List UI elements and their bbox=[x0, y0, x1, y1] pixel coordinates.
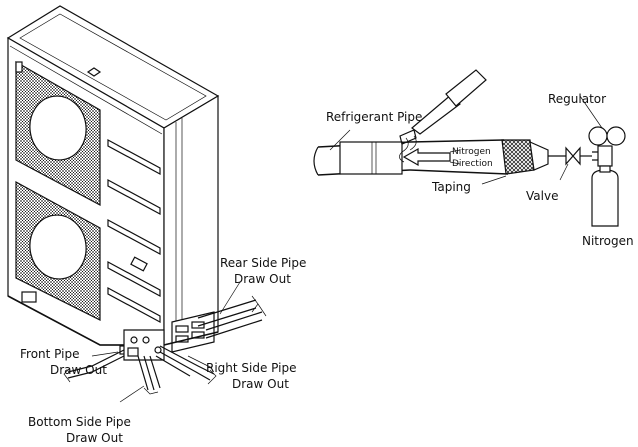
unit-side-face bbox=[163, 94, 219, 346]
pipe-sleeve bbox=[339, 141, 403, 175]
front-pipe-box bbox=[123, 329, 165, 361]
regulator-label: Regulator bbox=[548, 92, 606, 106]
right-side-pipe-label-line2: Draw Out bbox=[232, 377, 289, 391]
regulator-gauge-left bbox=[588, 126, 608, 146]
side-louvers bbox=[107, 138, 161, 324]
front-pipe-label-line1: Front Pipe bbox=[20, 347, 79, 361]
nitrogen-cylinder bbox=[591, 169, 619, 227]
front-pipe-label-line2: Draw Out bbox=[50, 363, 107, 377]
rear-side-pipe-label-line1: Rear Side Pipe bbox=[220, 256, 306, 270]
hose-nozzle bbox=[529, 141, 549, 171]
right-side-pipe-label-line1: Right Side Pipe bbox=[206, 361, 297, 375]
rear-pipe-ports bbox=[171, 311, 215, 353]
leaders-outdoor bbox=[91, 281, 241, 403]
fan-lower bbox=[29, 214, 87, 280]
brazing-torch bbox=[399, 69, 487, 163]
valve bbox=[565, 146, 581, 166]
nitrogen-direction-label-line2: Direction bbox=[452, 159, 493, 169]
regulator-body bbox=[597, 145, 613, 167]
taping-label: Taping bbox=[431, 180, 471, 194]
fan-upper bbox=[29, 95, 87, 161]
service-label bbox=[130, 256, 148, 272]
bottom-side-pipe-label-line2: Draw Out bbox=[66, 431, 123, 445]
nitrogen-label: Nitrogen bbox=[582, 234, 634, 248]
unit-foot-left bbox=[21, 291, 37, 303]
valve-label: Valve bbox=[526, 189, 558, 203]
unit-top-logo bbox=[86, 67, 102, 77]
nitrogen-direction-label-line1: Nitrogen bbox=[452, 147, 491, 157]
bottom-side-pipe-label-line1: Bottom Side Pipe bbox=[28, 415, 131, 429]
taping-section bbox=[501, 139, 535, 175]
nitrogen-direction-arrow bbox=[402, 147, 451, 167]
nitrogen-purge-diagram bbox=[313, 69, 626, 227]
right-side-pipe-lines bbox=[155, 345, 215, 381]
regulator-gauge-right bbox=[606, 126, 626, 146]
pipe-draw-outs bbox=[63, 295, 267, 395]
rear-side-pipe-lines bbox=[197, 299, 263, 339]
front-pipe-lines bbox=[67, 349, 125, 379]
leaders-nitrogen bbox=[329, 95, 603, 185]
outdoor-unit bbox=[6, 5, 220, 361]
bottom-side-pipe-lines bbox=[137, 355, 161, 391]
refrigerant-pipe-label: Refrigerant Pipe bbox=[326, 110, 422, 124]
rear-side-pipe-label-line2: Draw Out bbox=[234, 272, 291, 286]
